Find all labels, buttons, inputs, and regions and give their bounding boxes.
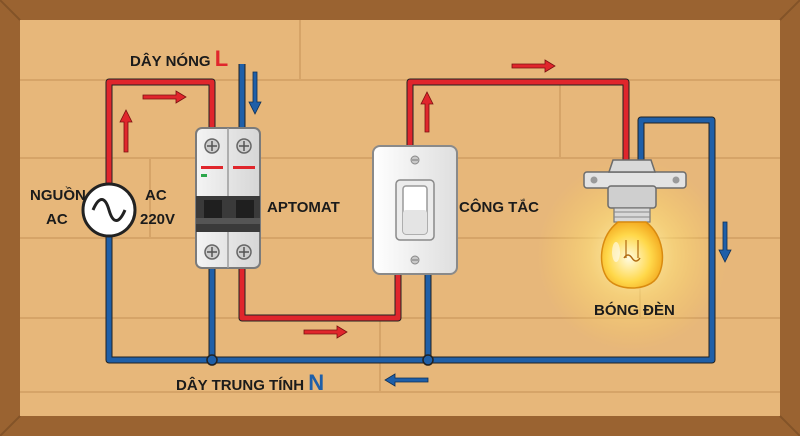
neutral-junction (206, 354, 218, 366)
neutral-wire-return (106, 117, 715, 363)
source-label-left-2: AC (46, 211, 68, 228)
live-wire-switch-bulb (407, 79, 629, 160)
ac-source-icon (81, 182, 137, 238)
neutral-wire-label: DÂY TRUNG TÍNH N (176, 372, 324, 394)
breaker-label: APTOMAT (267, 199, 340, 216)
source-label-left: NGUỒN (30, 187, 86, 204)
hot-wire-text: DÂY NÓNG (130, 53, 211, 70)
neutral-wire-text: DÂY TRUNG TÍNH (176, 377, 305, 394)
flow-arrow-icon (119, 59, 732, 387)
source-label-right: AC (145, 187, 167, 204)
circuit-breaker-icon (195, 127, 261, 269)
switch-label: CÔNG TẮC (459, 199, 539, 216)
live-wire-source-breaker (106, 79, 215, 185)
hot-wire-label: DÂY NÓNG L (130, 48, 228, 70)
wires (105, 64, 716, 364)
hot-wire-letter: L (214, 46, 229, 71)
source-voltage-label: 220V (140, 211, 176, 228)
live-wire-breaker-switch (239, 264, 401, 321)
neutral-wire-letter: N (308, 370, 325, 395)
light-bulb-icon (583, 159, 687, 289)
wall-switch-icon (372, 145, 458, 275)
bulb-label: BÓNG ĐÈN (594, 302, 675, 319)
neutral-junction (422, 354, 434, 366)
